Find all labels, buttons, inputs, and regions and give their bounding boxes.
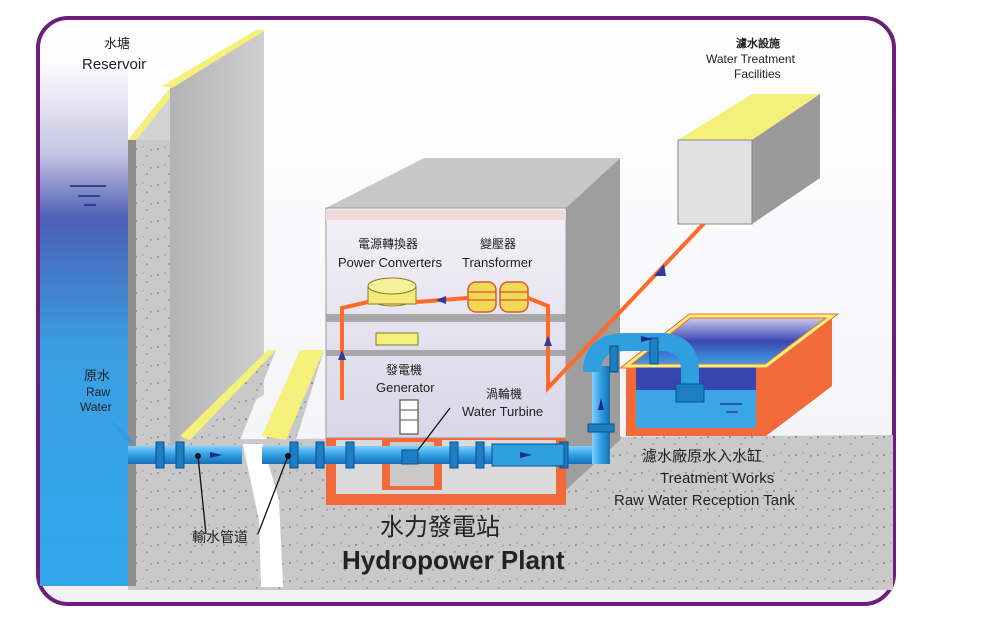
reservoir-label-zh: 水塘 [104, 37, 131, 52]
dam-wall-lower [136, 140, 170, 586]
tank-rim [621, 314, 837, 368]
leader-dot-2 [285, 453, 291, 459]
cliff-left-top [180, 350, 276, 440]
tank-label-en2: Raw Water Reception Tank [614, 492, 795, 509]
tank-label-zh: 濾水廠原水入水缸 [642, 447, 763, 465]
cliff-left [170, 350, 276, 586]
turbine-label-zh: 渦輪機 [486, 387, 523, 401]
cable-arrows [338, 264, 666, 360]
power-converters-label-en: Power Converters [338, 255, 443, 270]
floor-upper [326, 314, 566, 322]
reservoir-ripples [70, 185, 106, 206]
ground [128, 435, 893, 590]
generator-label-en: Generator [376, 380, 435, 395]
generator [399, 399, 419, 435]
plant-front [325, 207, 567, 439]
tank-ripples [720, 403, 742, 413]
raw-water-label-en2: Water [80, 400, 112, 414]
treatment-facility-top [678, 94, 820, 140]
dam-top-cap [162, 30, 266, 88]
generator-label-zh: 發電機 [386, 363, 423, 377]
treatment-facilities-label-en1: Water Treatment [706, 52, 795, 66]
raw-water-arrowhead [122, 432, 134, 444]
power-converters-label-zh: 電源轉換器 [358, 237, 419, 251]
transformers [467, 281, 529, 313]
treatment-facility-front [677, 139, 753, 225]
plant-roof [326, 158, 620, 208]
treatment-facilities-label-zh: 濾水設施 [736, 37, 780, 50]
flow-arrows [210, 336, 653, 458]
leader-lines [197, 407, 451, 535]
turbine-label-en: Water Turbine [462, 404, 544, 419]
treatment-facility-side [752, 94, 820, 224]
reservoir-water [40, 60, 128, 586]
leader-dot-1 [195, 453, 201, 459]
stream [242, 444, 284, 587]
dam-body [128, 140, 136, 586]
cliff-right-top [262, 350, 324, 440]
transformer-label-zh: 變壓器 [480, 237, 517, 251]
floor-middle [326, 350, 566, 356]
plant-title-en: Hydropower Plant [342, 545, 565, 575]
raw-water-label-en1: Raw [86, 385, 111, 399]
reservoir-label-en: Reservoir [82, 56, 147, 73]
raw-water-label-zh: 原水 [84, 369, 111, 384]
dam-top [128, 88, 178, 140]
pipeline [128, 333, 705, 469]
dam-side [170, 30, 264, 450]
tank-label-en1: Treatment Works [660, 470, 775, 487]
tank-side [766, 316, 832, 436]
roof-strip [326, 210, 566, 220]
middle-slot [375, 332, 419, 346]
treatment-facilities-label-en2: Facilities [734, 67, 781, 81]
plant-title-zh: 水力發電站 [380, 513, 500, 541]
power-converter [367, 277, 417, 307]
transformer-label-en: Transformer [462, 255, 533, 270]
pipeline-label-zh: 輸水管道 [192, 530, 248, 546]
